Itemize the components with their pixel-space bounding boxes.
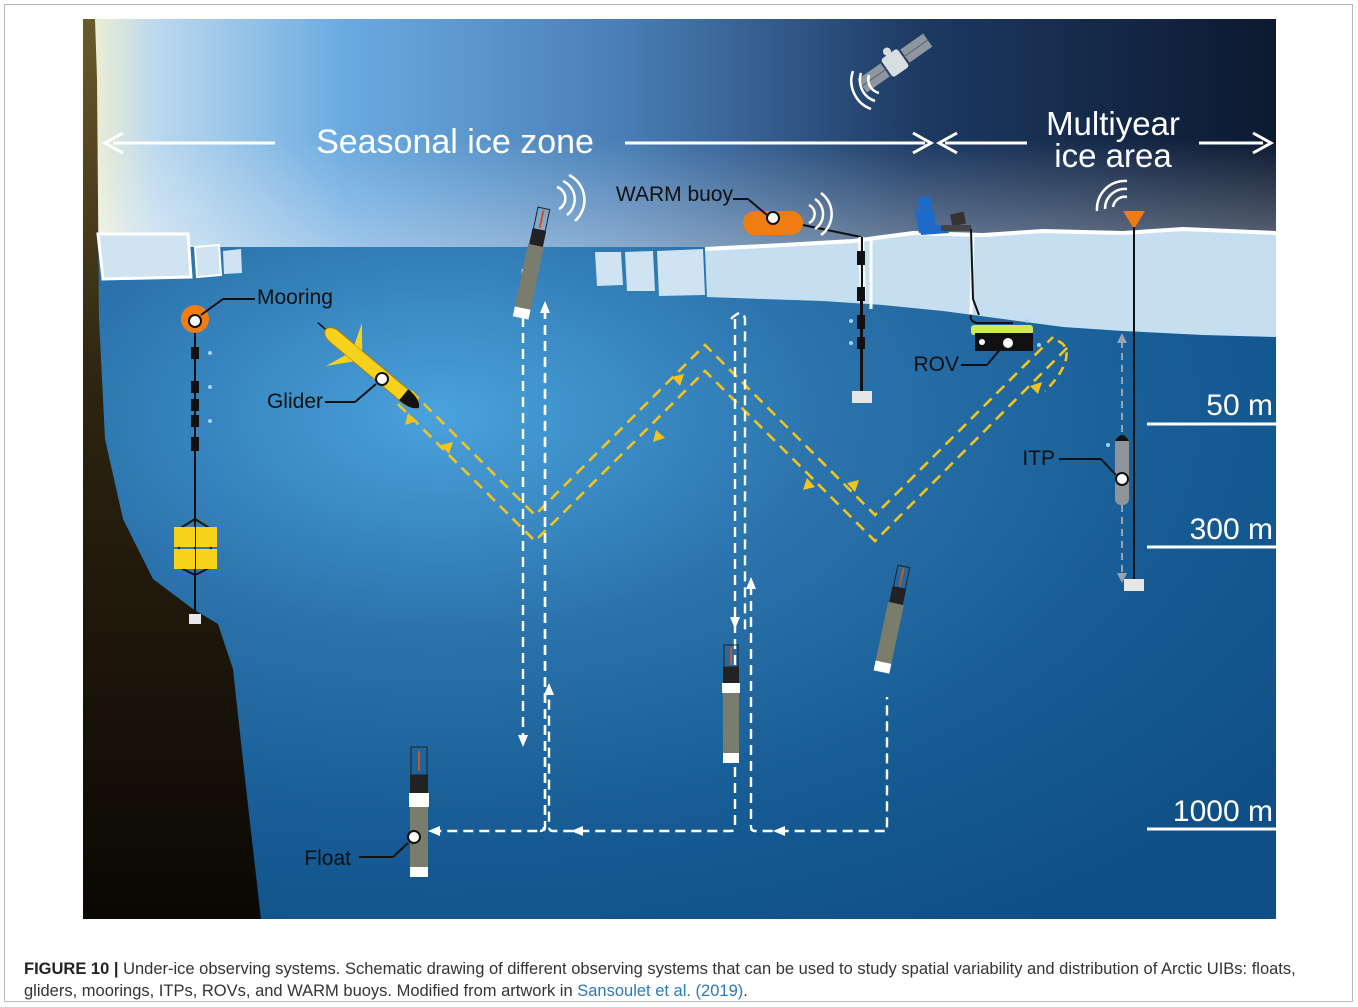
float-marker bbox=[407, 830, 421, 844]
caption-reference-link[interactable]: Sansoulet et al. (2019) bbox=[577, 982, 744, 1000]
mooring-marker bbox=[188, 314, 202, 328]
caption-end: . bbox=[743, 982, 748, 1000]
multiyear-label-line2: ice area bbox=[1054, 137, 1172, 174]
mooring bbox=[174, 305, 217, 624]
figure-caption: FIGURE 10 | Under-ice observing systems.… bbox=[24, 958, 1334, 1002]
float-surface bbox=[512, 206, 551, 320]
warm-buoy-label: WARM buoy bbox=[616, 183, 734, 206]
itp bbox=[1123, 211, 1145, 591]
glider-label: Glider bbox=[267, 390, 323, 413]
satellite-signal-icon bbox=[850, 70, 880, 111]
depth-markers bbox=[1147, 422, 1276, 831]
operator-person-icon bbox=[915, 196, 980, 316]
rov-marker bbox=[1001, 336, 1015, 350]
itp-signal-icon bbox=[1095, 179, 1128, 212]
float-path-arrows bbox=[428, 301, 785, 836]
satellite-icon bbox=[857, 33, 933, 93]
mooring-label: Mooring bbox=[257, 286, 333, 309]
warm-buoy bbox=[743, 211, 872, 403]
warm-buoy-marker bbox=[766, 211, 780, 225]
seasonal-ice-zone-label: Seasonal ice zone bbox=[316, 123, 594, 161]
multiyear-label-line1: Multiyear bbox=[1046, 105, 1180, 142]
rov-label: ROV bbox=[913, 353, 959, 376]
float-paths bbox=[437, 269, 889, 833]
glider-marker bbox=[375, 372, 389, 386]
warm-buoy-signal-icon bbox=[808, 191, 833, 237]
float-signal-icon bbox=[556, 173, 586, 222]
glider bbox=[317, 322, 420, 409]
ocean bbox=[83, 247, 1276, 919]
itp-marker bbox=[1115, 472, 1129, 486]
glider-path bbox=[397, 336, 1069, 543]
figure-frame bbox=[4, 4, 1353, 1002]
caption-text: Under-ice observing systems. Schematic d… bbox=[24, 960, 1296, 1000]
float-label: Float bbox=[304, 847, 351, 870]
depth-300m: 300 m bbox=[1190, 513, 1273, 546]
zone-arrows bbox=[101, 131, 1275, 155]
under-ice-observing-systems-diagram: Seasonal ice zone Multiyear ice area bbox=[83, 19, 1276, 919]
float-mid-center bbox=[722, 644, 740, 763]
itp-profiler bbox=[1106, 435, 1129, 505]
depth-1000m: 1000 m bbox=[1173, 795, 1273, 828]
figure-label: FIGURE 10 | bbox=[24, 960, 119, 978]
itp-label: ITP bbox=[1022, 447, 1055, 470]
glider-path-arrows bbox=[405, 374, 1042, 492]
ice-floes-seasonal bbox=[96, 232, 705, 296]
depth-50m: 50 m bbox=[1206, 389, 1273, 422]
coastline bbox=[83, 19, 261, 919]
float-mid-right bbox=[873, 564, 911, 674]
